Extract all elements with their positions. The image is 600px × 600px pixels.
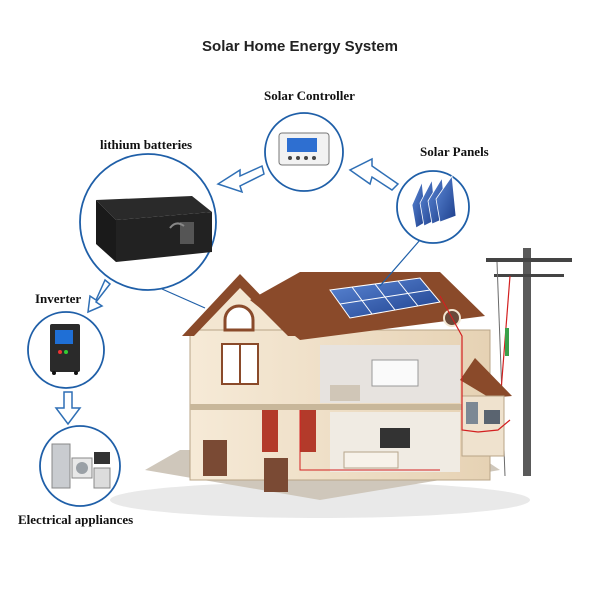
- solar-panels-node: [396, 170, 470, 244]
- label-lithium-batteries: lithium batteries: [100, 137, 193, 152]
- diagram-title: Solar Home Energy System: [202, 38, 398, 55]
- flow-arrows: [54, 157, 400, 426]
- solar-controller-node: [264, 112, 344, 192]
- arrow-controller-to-batteries: [216, 164, 265, 194]
- label-solar-panels: Solar Panels: [420, 144, 489, 159]
- roof-solar-panels: [329, 277, 441, 319]
- arrow-inverter-to-appliances: [54, 391, 82, 426]
- inverter-node: [27, 311, 105, 389]
- lithium-batteries-node: [79, 153, 217, 291]
- label-solar-controller: Solar Controller: [264, 88, 355, 103]
- panels-to-roof-line: [379, 239, 421, 287]
- label-inverter: Inverter: [35, 291, 82, 306]
- arrow-panels-to-controller: [348, 157, 400, 191]
- arrow-batteries-to-inverter: [87, 278, 112, 314]
- label-electrical-appliances: Electrical appliances: [18, 512, 134, 527]
- house: [145, 272, 512, 500]
- battery-to-house-line: [161, 288, 206, 309]
- electrical-appliances-node: [39, 425, 121, 507]
